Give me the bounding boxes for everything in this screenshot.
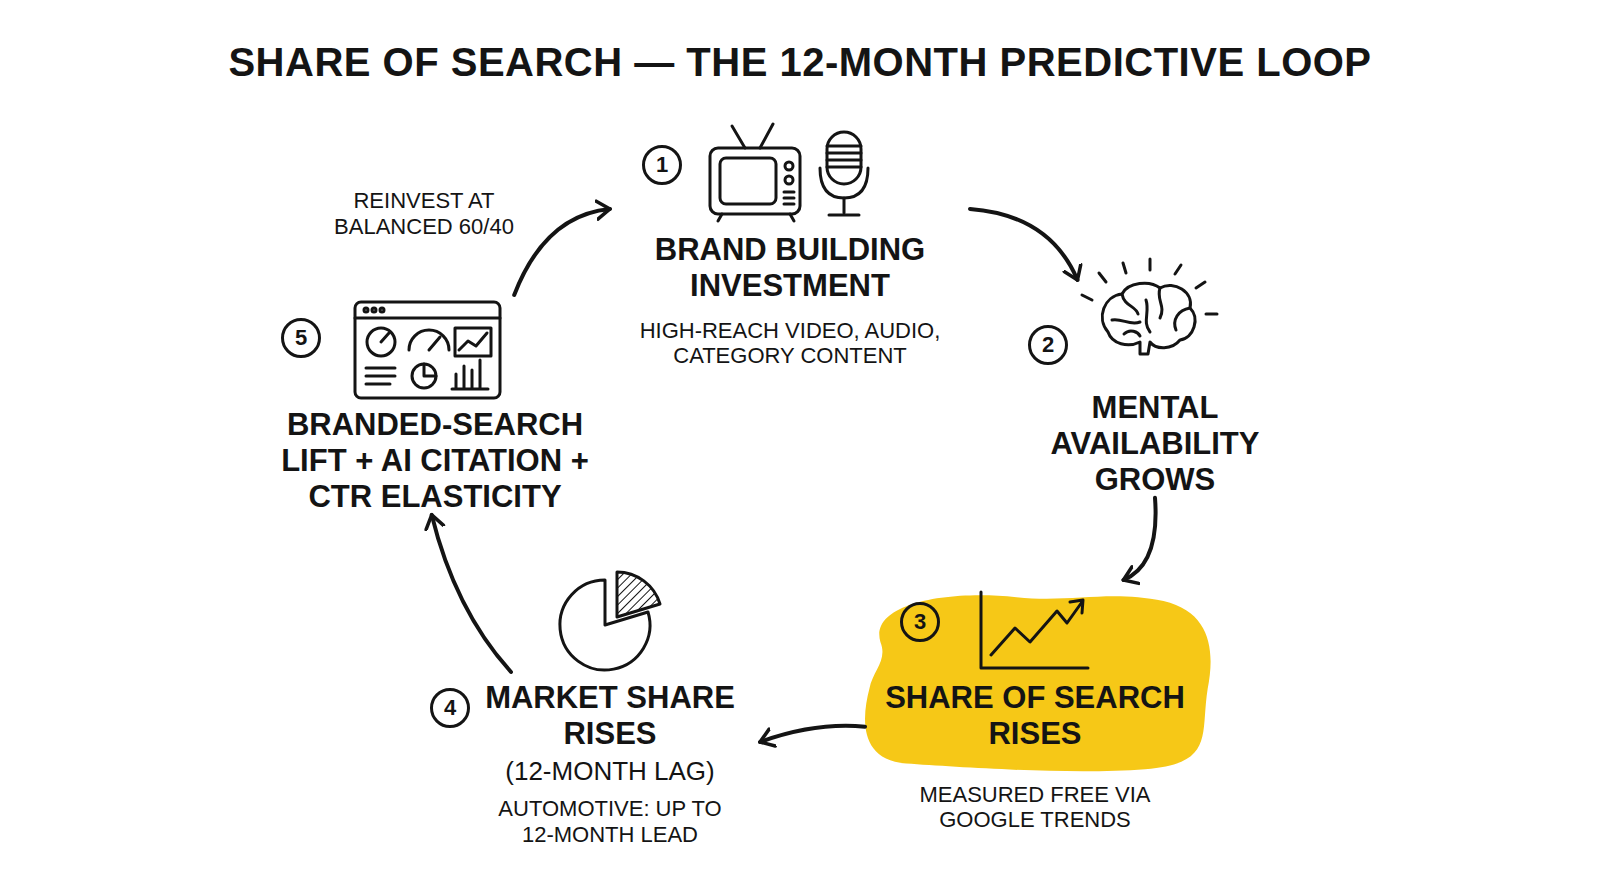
tv-icon	[710, 124, 800, 221]
blob-shape	[865, 595, 1211, 771]
arrow-label: REINVEST AT BALANCED 60/40	[320, 186, 528, 243]
callout-number: 3	[900, 602, 940, 642]
cycle-arrow	[432, 515, 511, 672]
cycle-arrow	[514, 209, 610, 295]
node-detail: AUTOMOTIVE: UP TO 12-MONTH LEAD	[485, 796, 735, 847]
node-heading: BRAND BUILDING INVESTMENT	[610, 232, 970, 304]
callout-number: 5	[281, 318, 321, 358]
node-detail: (12-MONTH LAG)	[460, 756, 760, 786]
callout-number: 1	[642, 145, 682, 185]
dashboard-icon	[355, 302, 500, 398]
node-heading: MARKET SHARE RISES	[460, 680, 760, 752]
node-detail: HIGH-REACH VIDEO, AUDIO, CATEGORY CONTEN…	[610, 318, 970, 369]
step-node: BRANDED-SEARCH LIFT + AI CITATION + CTR …	[270, 295, 600, 515]
step-node: MARKET SHARE RISES (12-MONTH LAG) AUTOMOTI…	[460, 672, 760, 847]
callout-number: 4	[430, 688, 470, 728]
pie-chart-icon	[560, 572, 660, 670]
cycle-arrow	[970, 209, 1078, 280]
diagram-title: SHARE OF SEARCH — THE 12-MONTH PREDICTIV…	[0, 40, 1600, 85]
cycle-arrow	[760, 726, 865, 742]
rising-chart-icon	[981, 592, 1088, 668]
node-heading: BRANDED-SEARCH LIFT + AI CITATION + CTR …	[270, 407, 600, 515]
callout-number: 2	[1028, 325, 1068, 365]
cycle-arrow	[1123, 498, 1155, 580]
brain-icon	[1082, 259, 1217, 354]
microphone-icon	[820, 132, 868, 215]
step-node: MENTAL AVAILABILITY GROWS	[1030, 280, 1280, 498]
node-heading: MENTAL AVAILABILITY GROWS	[1030, 390, 1280, 498]
node-detail: MEASURED FREE VIA GOOGLE TRENDS	[905, 782, 1165, 833]
node-heading: SHARE OF SEARCH RISES	[870, 680, 1200, 752]
